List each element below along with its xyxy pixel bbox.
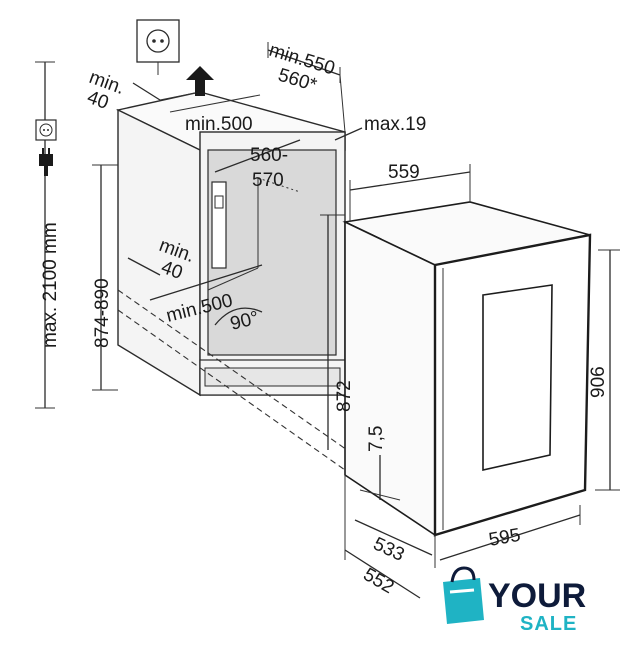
power-socket-icon [35,119,57,141]
label-552: 552 [360,564,398,598]
hinge-bracket [211,181,227,269]
appliance-glass-panel [482,284,553,471]
power-plug-icon [39,148,53,176]
label-max-2100: max. 2100 mm [40,222,61,348]
cabinet-niche [207,149,337,356]
label-872: 872 [334,380,355,412]
dim-line-500-bottom [149,264,263,301]
dim-arc-90 [214,307,263,326]
dim-line-19 [334,127,363,141]
brand-logo: YOUR SALE [443,566,586,635]
dim-line-550 [267,49,341,76]
label-559: 559 [388,162,420,183]
niche-depth-guide [257,177,301,193]
vent-direction-arrow-icon [186,66,214,96]
label-570: 570 [252,170,284,191]
floor-guide-line-1 [117,289,351,453]
plinth-vent [204,367,341,387]
logo-line-2: SALE [520,613,577,635]
dim-line-595 [439,514,581,561]
label-533: 533 [370,533,408,565]
label-min-500-top: min.500 [185,114,253,135]
label-906: 906 [588,366,609,398]
dim-line-559 [349,171,471,191]
appliance-side [344,220,436,537]
label-560-dash: 560- [250,145,288,166]
label-595: 595 [487,525,522,551]
dim-line-40-mid [127,257,161,276]
floor-guide-line-2 [117,309,346,471]
shopping-bag-logo-icon [443,566,484,624]
wall-socket-icon [136,19,180,63]
dim-line-533 [354,519,433,556]
hinge-detail [214,195,224,209]
niche-floor-edge [207,267,259,291]
label-874-890: 874-890 [92,278,113,348]
cabinet [115,91,351,471]
label-max-19: max.19 [364,114,426,135]
dim-line-500-top [169,94,261,113]
dim-line-552 [344,549,421,599]
dim-line-40-top [132,82,161,101]
dimension-lines [35,42,620,599]
appliance [342,201,592,537]
dim-line-560-570 [214,139,301,173]
logo-line-1: YOUR [488,577,586,615]
label-7-5: 7,5 [366,426,387,452]
